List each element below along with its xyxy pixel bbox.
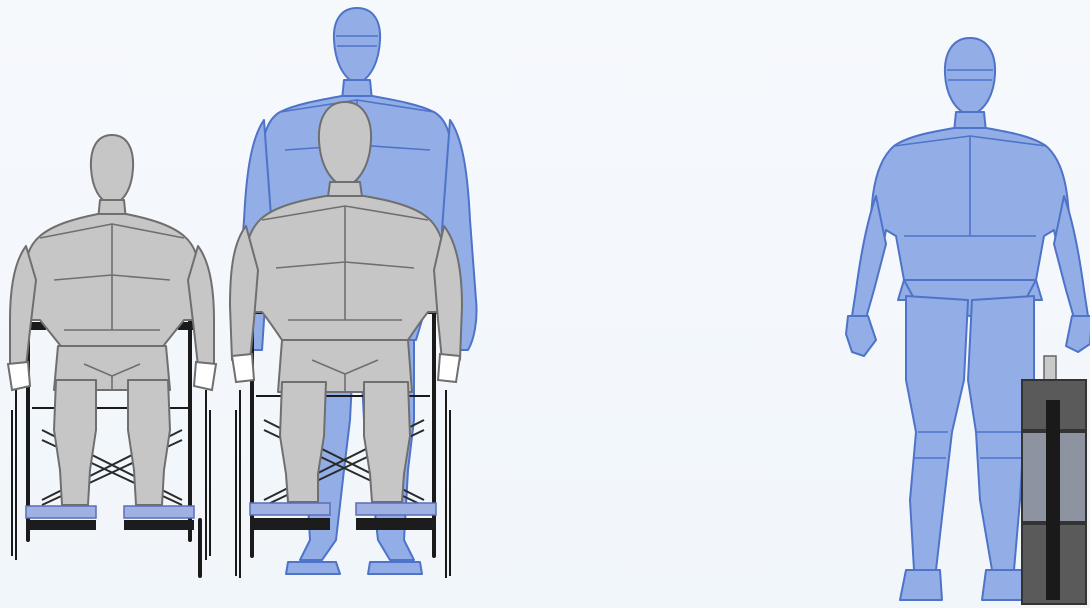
wheeled-luggage — [1022, 356, 1086, 604]
wheelchair-user-left — [8, 135, 216, 576]
